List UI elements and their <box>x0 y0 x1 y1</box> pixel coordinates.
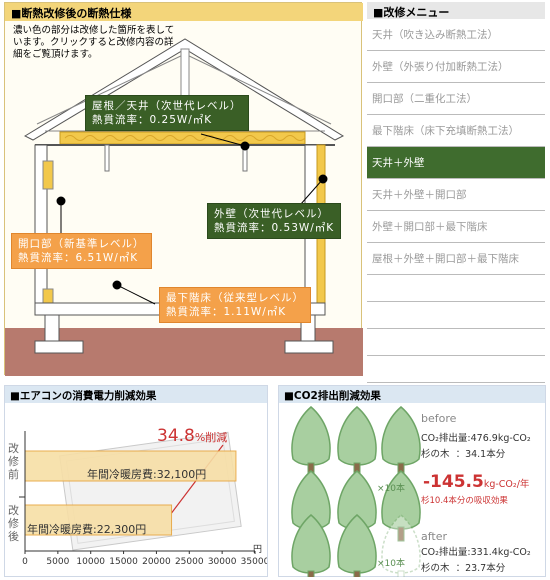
before-tree-label: 杉の木 <box>421 449 450 460</box>
menu-item-2[interactable]: 外壁（外張り付加断熱工法） <box>367 51 545 83</box>
callout-floor-line1: 最下階床（従来型レベル） <box>166 292 304 304</box>
tree-icon <box>337 406 377 478</box>
callout-opening-line1: 開口部（新基準レベル） <box>18 238 145 250</box>
x-tick-label: 20000 <box>142 557 171 567</box>
reduction-label: 34.8%削減 <box>157 426 227 446</box>
co2-panel: ■CO2排出削減効果 before CO₂排出量:476.9kg-CO₂ 杉の木… <box>278 385 546 577</box>
co2-trees <box>291 406 421 577</box>
tree-icon <box>381 514 421 577</box>
tree-icon <box>381 406 421 478</box>
menu-item-1[interactable]: 天井（吹き込み断熱工法） <box>367 19 545 51</box>
x-unit: 円 <box>253 545 263 555</box>
before-emission-label: CO₂排出量: <box>421 433 471 444</box>
reduction-co2-value: -145.5 <box>423 472 484 492</box>
bar-after <box>24 504 173 536</box>
before-emission: CO₂排出量:476.9kg-CO₂ <box>421 430 531 444</box>
house-description: 濃い色の部分は改修した箇所を表しています。クリックすると改修内容の詳細をご覧頂け… <box>13 25 175 60</box>
ac-panel: ■エアコンの消費電力削減効果 0 5000 10000 15000 20000 25000… <box>4 385 268 577</box>
menu-item-3[interactable]: 開口部（二重化工法） <box>367 83 545 115</box>
x-tick-label: 30000 <box>208 557 237 567</box>
tree-icon <box>291 406 331 478</box>
callout-roof[interactable]: 屋根／天井（次世代レベル） 熱貫流率：0.25W/㎡K <box>85 95 249 131</box>
x-tick-label: 25000 <box>175 557 204 567</box>
x-tick-label: 35000 <box>241 557 267 567</box>
window-upper[interactable] <box>42 160 54 190</box>
callout-opening-line2: 熱貫流率：6.51W/㎡K <box>18 252 139 264</box>
menu-panel: ■改修メニュー 天井（吹き込み断熱工法）外壁（外張り付加断熱工法）開口部（二重化… <box>367 2 545 383</box>
after-tree-value: ：23.7本分 <box>455 563 506 574</box>
menu-list: 天井（吹き込み断熱工法）外壁（外張り付加断熱工法）開口部（二重化工法）最下階床（… <box>367 19 545 383</box>
callout-wall-line1: 外壁（次世代レベル） <box>214 208 329 220</box>
bar-before <box>24 450 237 482</box>
x-tick-label: 5000 <box>46 557 69 567</box>
after-label: after <box>421 530 448 543</box>
menu-empty-row <box>367 302 545 329</box>
after-emission-label: CO₂排出量: <box>421 547 471 558</box>
x-tick-label: 10000 <box>76 557 105 567</box>
tree-icon <box>381 470 421 542</box>
reduction: -145.5kg-CO₂/年 <box>423 472 529 492</box>
x-tick-label: 15000 <box>109 557 138 567</box>
menu-title: ■改修メニュー <box>367 2 545 19</box>
tree-icon <box>291 514 331 577</box>
house-panel-title: ■断熱改修後の断熱仕様 <box>5 3 363 21</box>
foundation-right-base <box>284 340 334 354</box>
after-cost-label: 年間冷暖房費:22,300円 <box>27 523 147 536</box>
callout-floor[interactable]: 最下階床（従来型レベル） 熱貫流率：1.11W/㎡K <box>159 287 311 323</box>
before-trees: 杉の木 ：34.1本分 <box>421 446 505 460</box>
reduction-note: 杉10.4本分の吸収効果 <box>421 496 508 506</box>
menu-empty-row <box>367 329 545 356</box>
menu-item-6[interactable]: 天井＋外壁＋開口部 <box>367 179 545 211</box>
after-emission: CO₂排出量:331.4kg-CO₂ <box>421 544 531 558</box>
x-tick-label: 0 <box>22 557 28 567</box>
after-emission-value: 331.4kg-CO₂ <box>470 547 531 558</box>
reduction-value: 34.8 <box>157 426 195 446</box>
callout-roof-line1: 屋根／天井（次世代レベル） <box>92 100 242 112</box>
callout-wall-line2: 熱貫流率：0.53W/㎡K <box>214 222 335 234</box>
before-cost-label: 年間冷暖房費:32,100円 <box>87 468 207 481</box>
reduction-suffix: %削減 <box>194 431 228 444</box>
after-trees: 杉の木 ：23.7本分 <box>421 560 505 574</box>
ceiling-insulation[interactable] <box>59 131 306 145</box>
foundation-left-base <box>34 340 84 354</box>
callout-floor-line2: 熱貫流率：1.11W/㎡K <box>166 306 287 318</box>
before-emission-value: 476.9kg-CO₂ <box>470 433 531 444</box>
callout-wall[interactable]: 外壁（次世代レベル） 熱貫流率：0.53W/㎡K <box>207 203 342 239</box>
multiplier-after: ×10本 <box>377 559 405 569</box>
ac-panel-title: ■エアコンの消費電力削減効果 <box>5 386 267 403</box>
co2-panel-title: ■CO2排出削減効果 <box>279 386 545 403</box>
menu-item-8[interactable]: 屋根＋外壁＋開口部＋最下階床 <box>367 243 545 275</box>
roof-outline <box>23 38 345 141</box>
y-label-before: 改修前 <box>8 442 19 481</box>
tree-icon <box>337 514 377 577</box>
after-tree-label: 杉の木 <box>421 563 450 574</box>
menu-empty-row <box>367 275 545 302</box>
before-tree-value: ：34.1本分 <box>455 449 506 460</box>
callout-opening[interactable]: 開口部（新基準レベル） 熱貫流率：6.51W/㎡K <box>11 233 152 269</box>
house-panel: ■断熱改修後の断熱仕様 <box>4 2 363 376</box>
menu-empty-row <box>367 356 545 383</box>
callout-roof-line2: 熱貫流率：0.25W/㎡K <box>92 114 213 126</box>
menu-item-7[interactable]: 外壁＋開口部＋最下階床 <box>367 211 545 243</box>
reduction-co2-unit: kg-CO₂/年 <box>483 479 530 490</box>
ac-chart: 0 5000 10000 15000 20000 25000 30000 35000 <box>19 431 267 567</box>
menu-item-4[interactable]: 最下階床（床下充填断熱工法） <box>367 115 545 147</box>
y-label-after: 改修後 <box>8 504 19 543</box>
before-label: before <box>421 412 457 425</box>
multiplier-before: ×10本 <box>377 484 405 494</box>
menu-item-5[interactable]: 天井＋外壁 <box>367 147 545 179</box>
